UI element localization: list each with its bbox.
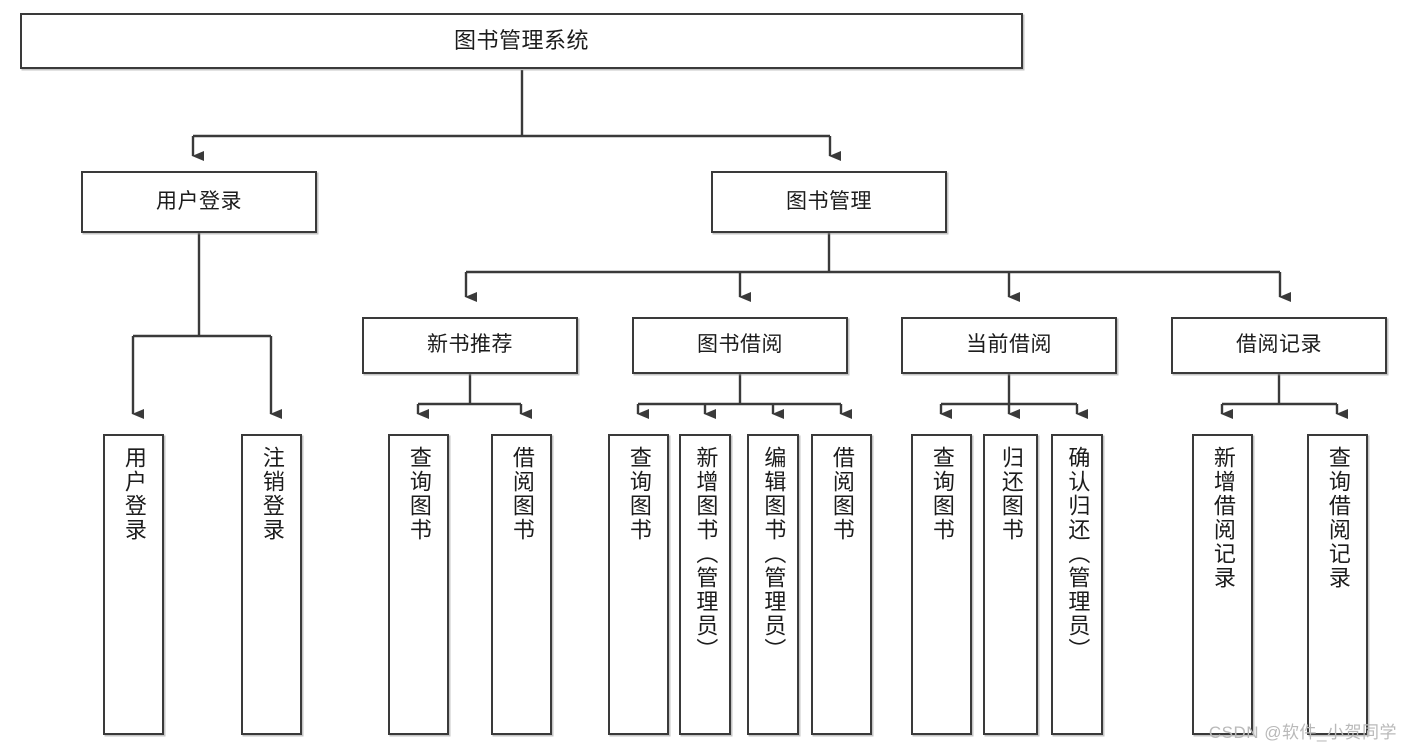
node-leaf-user-logout[interactable]: 注销登录 <box>241 434 302 735</box>
node-user-login[interactable]: 用户登录 <box>81 171 317 233</box>
node-leaf-query-book-1-label: 查询图书 <box>406 446 432 542</box>
node-leaf-add-record-label: 新增借阅记录 <box>1210 446 1236 590</box>
node-leaf-return-book-label: 归还图书 <box>998 446 1024 542</box>
node-borrow-record[interactable]: 借阅记录 <box>1171 317 1387 374</box>
node-root-label: 图书管理系统 <box>453 28 589 54</box>
node-leaf-borrow-book-1-label: 借阅图书 <box>509 446 535 542</box>
node-leaf-query-book-3-label: 查询图书 <box>929 446 955 542</box>
node-leaf-query-record-label: 查询借阅记录 <box>1325 446 1351 590</box>
node-leaf-confirm-return[interactable]: 确认归还（管理员） <box>1051 434 1103 735</box>
node-leaf-edit-book-admin-label: 编辑图书（管理员） <box>761 446 787 662</box>
node-leaf-confirm-return-label: 确认归还（管理员） <box>1065 446 1091 662</box>
node-leaf-add-book-admin[interactable]: 新增图书（管理员） <box>679 434 731 735</box>
node-leaf-query-book-3[interactable]: 查询图书 <box>911 434 972 735</box>
node-new-book-recommend-label: 新书推荐 <box>427 333 513 357</box>
node-leaf-query-book-2[interactable]: 查询图书 <box>608 434 669 735</box>
csdn-watermark: CSDN @软件_小贺同学 <box>1208 723 1397 742</box>
node-leaf-borrow-book-1[interactable]: 借阅图书 <box>491 434 552 735</box>
node-new-book-recommend[interactable]: 新书推荐 <box>362 317 578 374</box>
node-current-borrow[interactable]: 当前借阅 <box>901 317 1117 374</box>
node-leaf-borrow-book-2[interactable]: 借阅图书 <box>811 434 872 735</box>
node-leaf-add-book-admin-label: 新增图书（管理员） <box>693 446 719 662</box>
node-leaf-query-book-2-label: 查询图书 <box>626 446 652 542</box>
node-leaf-borrow-book-2-label: 借阅图书 <box>829 446 855 542</box>
node-book-borrow-label: 图书借阅 <box>697 333 783 357</box>
node-leaf-query-record[interactable]: 查询借阅记录 <box>1307 434 1368 735</box>
node-leaf-query-book-1[interactable]: 查询图书 <box>388 434 449 735</box>
node-book-manage-label: 图书管理 <box>786 189 872 213</box>
node-leaf-user-login[interactable]: 用户登录 <box>103 434 164 735</box>
node-borrow-record-label: 借阅记录 <box>1236 333 1322 357</box>
node-book-manage[interactable]: 图书管理 <box>711 171 947 233</box>
node-root[interactable]: 图书管理系统 <box>20 13 1023 69</box>
node-book-borrow[interactable]: 图书借阅 <box>632 317 848 374</box>
node-current-borrow-label: 当前借阅 <box>966 333 1052 357</box>
node-leaf-add-record[interactable]: 新增借阅记录 <box>1192 434 1253 735</box>
node-leaf-user-logout-label: 注销登录 <box>259 446 285 542</box>
node-leaf-return-book[interactable]: 归还图书 <box>983 434 1038 735</box>
node-leaf-user-login-label: 用户登录 <box>121 446 147 542</box>
node-leaf-edit-book-admin[interactable]: 编辑图书（管理员） <box>747 434 799 735</box>
node-user-login-label: 用户登录 <box>156 189 242 213</box>
